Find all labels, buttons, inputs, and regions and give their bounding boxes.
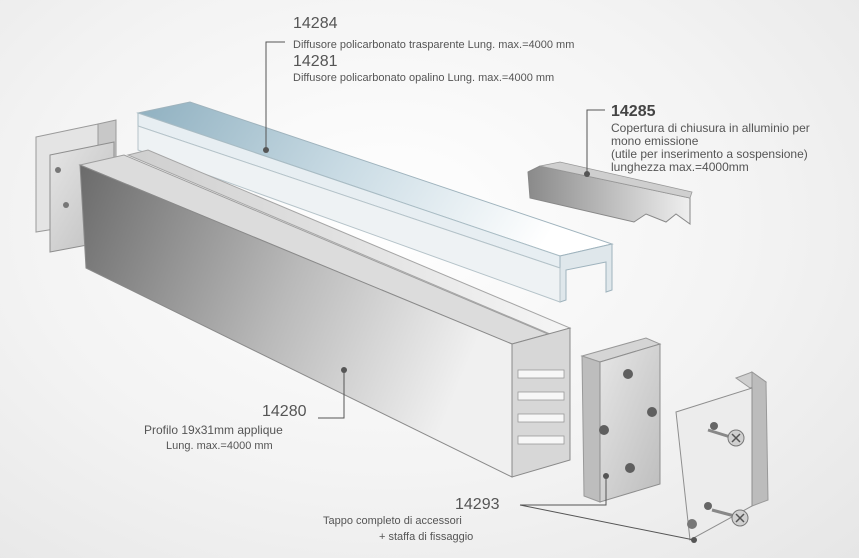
fixing-bracket: [675, 371, 769, 541]
leader-lines: [265, 41, 695, 541]
screw-hole-icon: [63, 202, 69, 208]
main-profile: [78, 149, 572, 478]
code-14285: 14285: [611, 103, 656, 120]
leader-dots: [263, 147, 697, 543]
screw-icon: [711, 508, 749, 527]
screw-hole-icon: [687, 519, 697, 529]
desc-14285-line4: lunghezza max.=4000mm: [611, 160, 749, 174]
desc-14285-line2: mono emissione: [611, 134, 699, 148]
desc-14280-line2: Lung. max.=4000 mm: [166, 440, 273, 452]
desc-14285-line1: Copertura di chiusura in alluminio per: [611, 121, 810, 135]
screw-icon: [707, 428, 745, 447]
desc-14284: Diffusore policarbonato trasparente Lung…: [293, 39, 574, 51]
screw-hole-icon: [599, 425, 609, 435]
screw-hole-icon: [704, 502, 712, 510]
desc-14281: Diffusore policarbonato opalino Lung. ma…: [293, 72, 554, 84]
end-cap-plate: [580, 337, 662, 503]
desc-14293-line1: Tappo completo di accessori: [323, 515, 462, 527]
screw-hole-icon: [55, 167, 61, 173]
desc-14285-line3: (utile per inserimento a sospensione): [611, 147, 808, 161]
screw-hole-icon: [625, 463, 635, 473]
desc-14293-line2: + staffa di fissaggio: [379, 531, 473, 543]
screw-hole-icon: [647, 407, 657, 417]
code-14280: 14280: [262, 403, 307, 420]
screw-hole-icon: [710, 422, 718, 430]
code-14293: 14293: [455, 496, 500, 513]
code-14284: 14284: [293, 15, 338, 32]
code-14281: 14281: [293, 53, 338, 70]
screw-hole-icon: [623, 369, 633, 379]
diffuser-part: [136, 101, 614, 303]
desc-14280-line1: Profilo 19x31mm applique: [144, 423, 283, 437]
cover-part: [527, 161, 693, 225]
